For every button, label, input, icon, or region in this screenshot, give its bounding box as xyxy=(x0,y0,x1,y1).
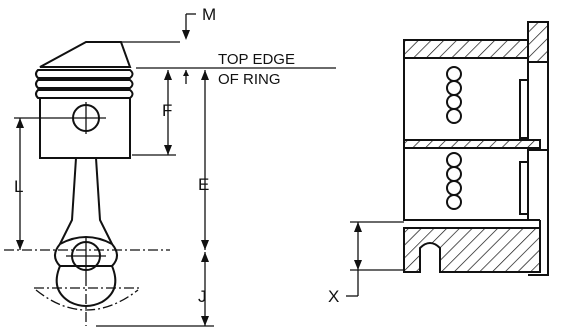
label-l: L xyxy=(14,177,23,196)
block-cross-section xyxy=(403,21,549,276)
top-edge-reference: TOP EDGE OF RING xyxy=(136,51,336,88)
rod-big-end xyxy=(54,236,118,267)
label-e: E xyxy=(198,175,209,194)
connecting-rod xyxy=(59,157,113,245)
crank-swing-arc xyxy=(35,289,139,311)
label-x: X xyxy=(328,287,339,306)
lower-bolt-holes xyxy=(446,152,462,210)
dimension-j: J xyxy=(96,252,214,327)
dimension-x: X xyxy=(328,221,404,306)
upper-bolt-holes xyxy=(446,66,462,124)
middle-web-hatched xyxy=(403,139,541,149)
label-j: J xyxy=(198,287,207,306)
label-top-edge-line1: TOP EDGE xyxy=(218,51,295,68)
dimension-m: M xyxy=(121,5,216,43)
label-m: M xyxy=(202,5,216,24)
piston-assembly xyxy=(4,41,170,326)
label-f: F xyxy=(162,101,172,120)
upper-chamber xyxy=(403,57,529,141)
dimension-e: E xyxy=(198,70,209,250)
bottom-base-hatched xyxy=(403,227,541,273)
dimension-l: L xyxy=(14,117,66,250)
lower-chamber xyxy=(403,147,529,221)
piston-ring-grooves xyxy=(35,69,134,99)
piston-skirt xyxy=(39,97,131,159)
piston-crown xyxy=(39,41,132,68)
label-top-edge-line2: OF RING xyxy=(218,71,281,88)
dimension-f: F xyxy=(132,70,176,156)
top-deck-hatched xyxy=(403,39,529,59)
dimension-ring-tick xyxy=(183,70,189,84)
